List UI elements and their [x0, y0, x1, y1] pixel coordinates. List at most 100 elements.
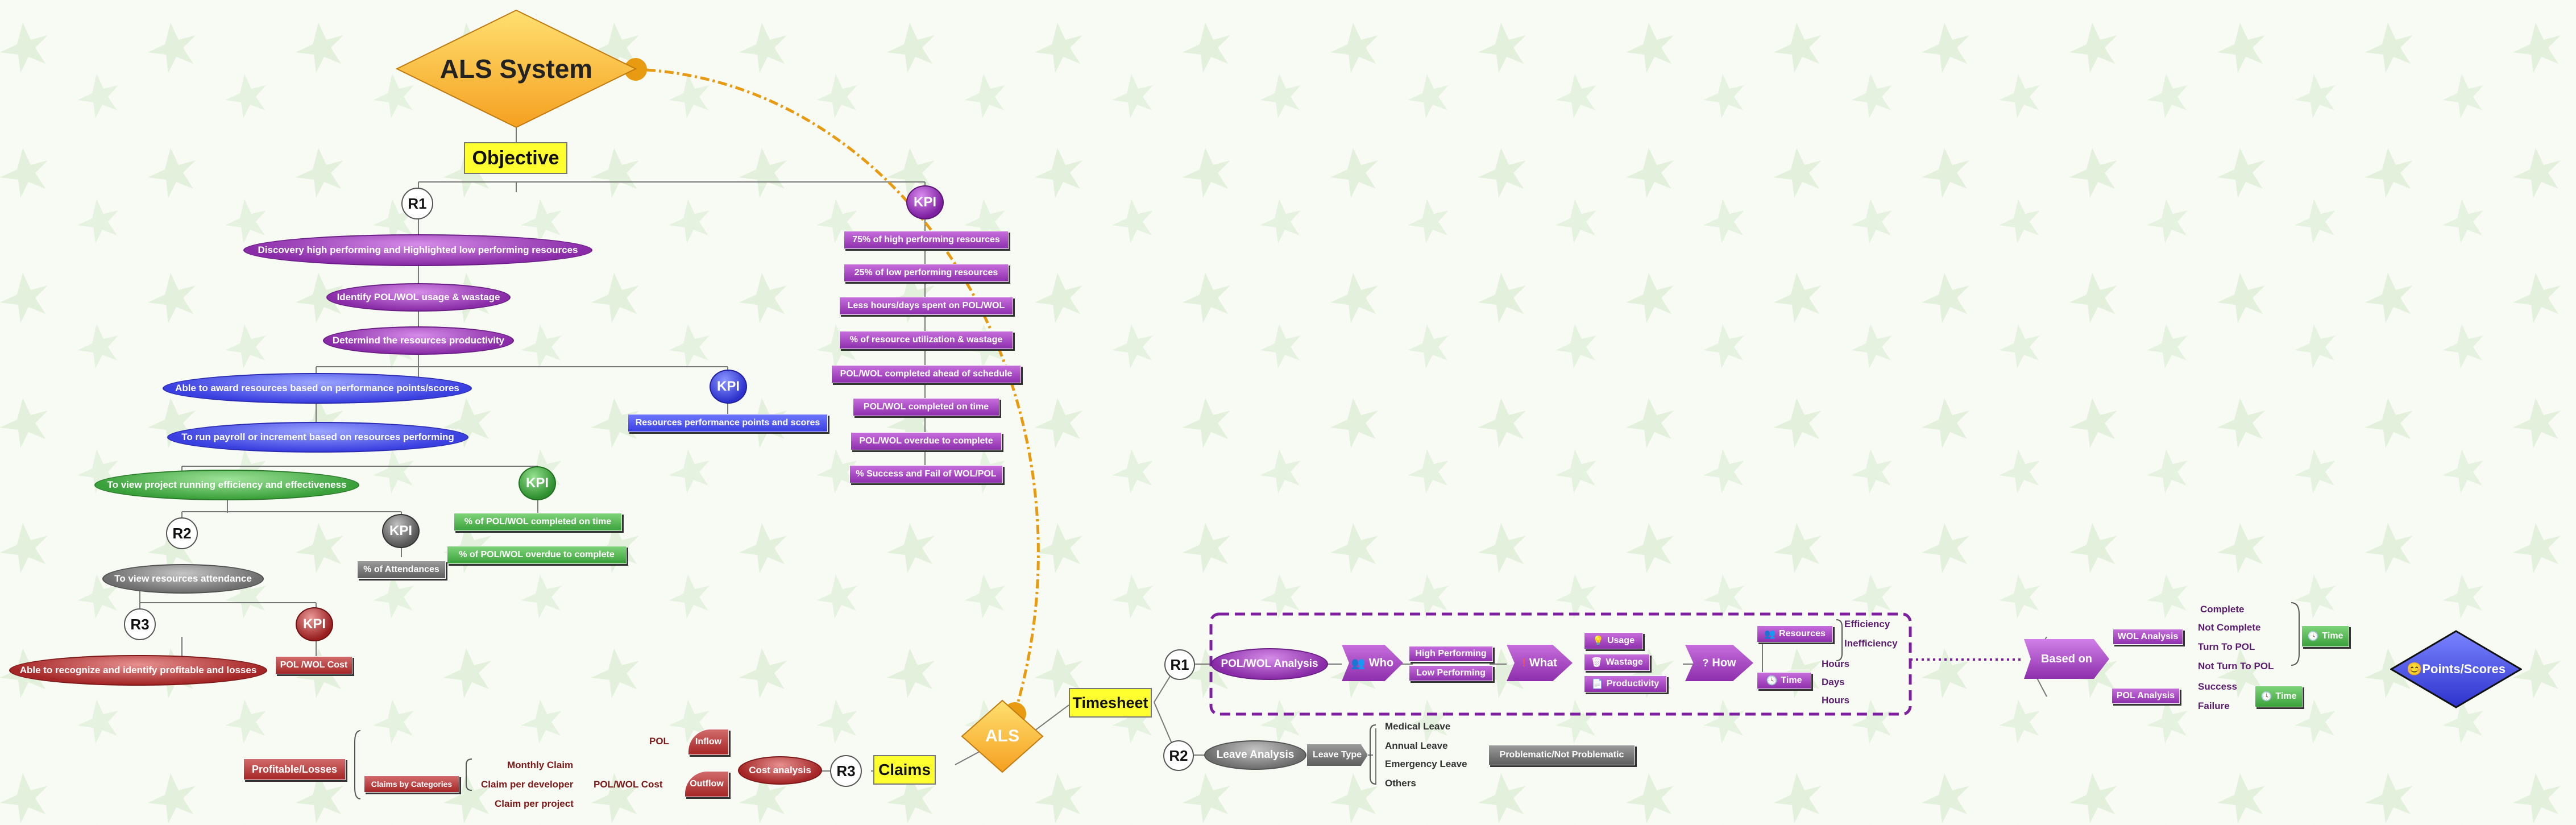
r1-kpi-item-1[interactable]: 75% of high performing resources — [844, 231, 1009, 249]
als-diamond-shape — [961, 699, 1044, 773]
leave-type-node[interactable]: Leave Type — [1306, 744, 1368, 766]
pol-item-1[interactable]: Success — [2198, 681, 2237, 692]
how-label: How — [1712, 656, 1736, 669]
leave-item-3[interactable]: Emergency Leave — [1385, 758, 1467, 769]
trash-icon: 🗑 — [1591, 658, 1603, 668]
r1-kpi-item-2[interactable]: 25% of low performing resources — [844, 264, 1009, 282]
wol-item-1[interactable]: Complete — [2200, 604, 2245, 615]
leave-item-4[interactable]: Others — [1385, 778, 1416, 789]
r3-item[interactable]: Able to recognize and identify profitabl… — [9, 655, 267, 686]
claims-node[interactable]: Claims — [873, 755, 936, 785]
r2-kpi-badge[interactable]: KPI — [382, 514, 420, 548]
als-diamond[interactable]: ALS — [961, 699, 1044, 773]
leave-item-2[interactable]: Annual Leave — [1385, 740, 1448, 751]
objective-node[interactable]: Objective — [464, 142, 567, 174]
time-item-1[interactable]: Hours — [1822, 658, 1850, 669]
r3-kpi-badge[interactable]: KPI — [296, 607, 333, 641]
who-icon: 👥 — [1351, 657, 1366, 670]
leave-result-node[interactable]: Problematic/Not Problematic — [1488, 745, 1635, 765]
r1-kpi-item-8[interactable]: % Success and Fail of WOL/POL — [849, 465, 1003, 483]
green-item[interactable]: To view project running efficiency and e… — [94, 470, 359, 500]
r1-kpi-item-5[interactable]: POL/WOL completed ahead of schedule — [831, 365, 1021, 383]
r2-item[interactable]: To view resources attendance — [102, 564, 264, 594]
r2-kpi-item[interactable]: % of Attendances — [357, 561, 446, 579]
clock-icon: 🕓 — [2307, 632, 2319, 641]
r3-kpi-item[interactable]: POL /WOL Cost — [275, 656, 352, 674]
pol-wol-analysis-node[interactable]: POL/WOL Analysis — [1211, 648, 1328, 680]
green-kpi-item-2[interactable]: % of POL/WOL overdue to complete — [447, 546, 627, 564]
resources-item-2[interactable]: Inefficiency — [1844, 638, 1898, 649]
points-scores-diamond[interactable]: 😊Points/Scores — [2390, 630, 2522, 708]
root-title: ALS System — [439, 54, 593, 84]
r1-kpi-badge[interactable]: KPI — [906, 185, 944, 219]
r1-kpi-item-3[interactable]: Less hours/days spent on POL/WOL — [839, 297, 1013, 315]
pol-wol-cost-label[interactable]: POL/WOL Cost — [594, 779, 663, 790]
profitable-losses-node[interactable]: Profitable/Losses — [243, 758, 346, 780]
wol-item-3[interactable]: Turn To POL — [2198, 641, 2255, 652]
who-item-2[interactable]: Low Performing — [1409, 665, 1493, 681]
what-item-usage[interactable]: 💡Usage — [1584, 632, 1643, 649]
people-icon: 👥 — [1764, 629, 1776, 639]
inflow-node[interactable]: Inflow — [688, 729, 729, 755]
resources-item-1[interactable]: Efficiency — [1844, 619, 1890, 629]
points-scores-label: 😊Points/Scores — [2406, 662, 2506, 676]
claims-by-categories-node[interactable]: Claims by Categories — [364, 776, 459, 793]
what-item-productivity[interactable]: 📄Productivity — [1584, 675, 1667, 693]
wol-item-2[interactable]: Not Complete — [2198, 622, 2261, 633]
pol-label[interactable]: POL — [649, 736, 669, 747]
clock-icon: 🕓 — [1766, 676, 1778, 686]
timesheet-node[interactable]: Timesheet — [1069, 688, 1152, 718]
pol-item-2[interactable]: Failure — [2198, 700, 2230, 711]
als-label: ALS — [985, 727, 1019, 745]
what-item-wastage[interactable]: 🗑Wastage — [1584, 654, 1650, 671]
r1-item-2[interactable]: Identify POL/WOL usage & wastage — [326, 283, 511, 312]
based-on-node[interactable]: Based on — [2024, 639, 2109, 679]
timesheet-r1-badge[interactable]: R1 — [1164, 649, 1195, 680]
document-icon: 📄 — [1591, 679, 1603, 689]
question-icon: ? — [1702, 657, 1709, 669]
wol-analysis-node[interactable]: WOL Analysis — [2113, 629, 2183, 645]
r3-badge[interactable]: R3 — [124, 608, 156, 640]
lightbulb-icon: 💡 — [1592, 636, 1604, 646]
smiley-icon: 😊 — [2406, 662, 2422, 676]
time-item-3[interactable]: Hours — [1822, 695, 1850, 706]
claim-item-2[interactable]: Claim per developer — [481, 779, 574, 790]
wol-item-4[interactable]: Not Turn To POL — [2198, 661, 2274, 671]
green-kpi-badge[interactable]: KPI — [518, 466, 556, 500]
r1-badge[interactable]: R1 — [401, 188, 433, 219]
als-r3-badge[interactable]: R3 — [830, 755, 862, 787]
time-node[interactable]: 🕓Time — [1757, 672, 1811, 689]
dotted-connector-root-to-als — [624, 58, 1040, 725]
blue-kpi-item[interactable]: Resources performance points and scores — [628, 414, 828, 432]
r1-kpi-item-6[interactable]: POL/WOL completed on time — [853, 398, 999, 416]
pol-time-node[interactable]: 🕓Time — [2255, 686, 2303, 707]
wol-time-node[interactable]: 🕓Time — [2301, 625, 2349, 647]
what-label: What — [1529, 656, 1557, 669]
r2-badge[interactable]: R2 — [166, 517, 198, 549]
r1-item-3[interactable]: Determind the resources productivity — [323, 326, 514, 355]
claim-item-1[interactable]: Monthly Claim — [507, 760, 574, 770]
green-kpi-item-1[interactable]: % of POL/WOL completed on time — [454, 513, 622, 531]
who-item-1[interactable]: High Performing — [1409, 646, 1493, 662]
diamond-shape — [396, 9, 637, 128]
blue-kpi-badge[interactable]: KPI — [710, 370, 747, 404]
cost-analysis-node[interactable]: Cost analysis — [738, 756, 822, 785]
resources-node[interactable]: 👥Resources — [1757, 625, 1833, 642]
points-diamond-shape — [2390, 630, 2522, 708]
clock-icon: 🕓 — [2260, 692, 2272, 702]
r1-item-1[interactable]: Discovery high performing and Highlighte… — [243, 234, 592, 266]
time-item-2[interactable]: Days — [1822, 677, 1845, 687]
leave-item-1[interactable]: Medical Leave — [1385, 721, 1451, 732]
blue-item-2[interactable]: To run payroll or increment based on res… — [167, 422, 468, 453]
r1-kpi-item-7[interactable]: POL/WOL overdue to complete — [851, 432, 1002, 450]
claim-item-3[interactable]: Claim per project — [495, 798, 574, 809]
pol-analysis-node[interactable]: POL Analysis — [2112, 688, 2180, 704]
timesheet-r2-badge[interactable]: R2 — [1163, 740, 1194, 771]
leave-analysis-node[interactable]: Leave Analysis — [1204, 740, 1306, 770]
r1-kpi-item-4[interactable]: % of resource utilization & wastage — [839, 331, 1013, 349]
blue-item-1[interactable]: Able to award resources based on perform… — [163, 373, 472, 404]
what-icon: ! — [1522, 656, 1526, 669]
root-diamond[interactable]: ALS System — [396, 9, 637, 128]
